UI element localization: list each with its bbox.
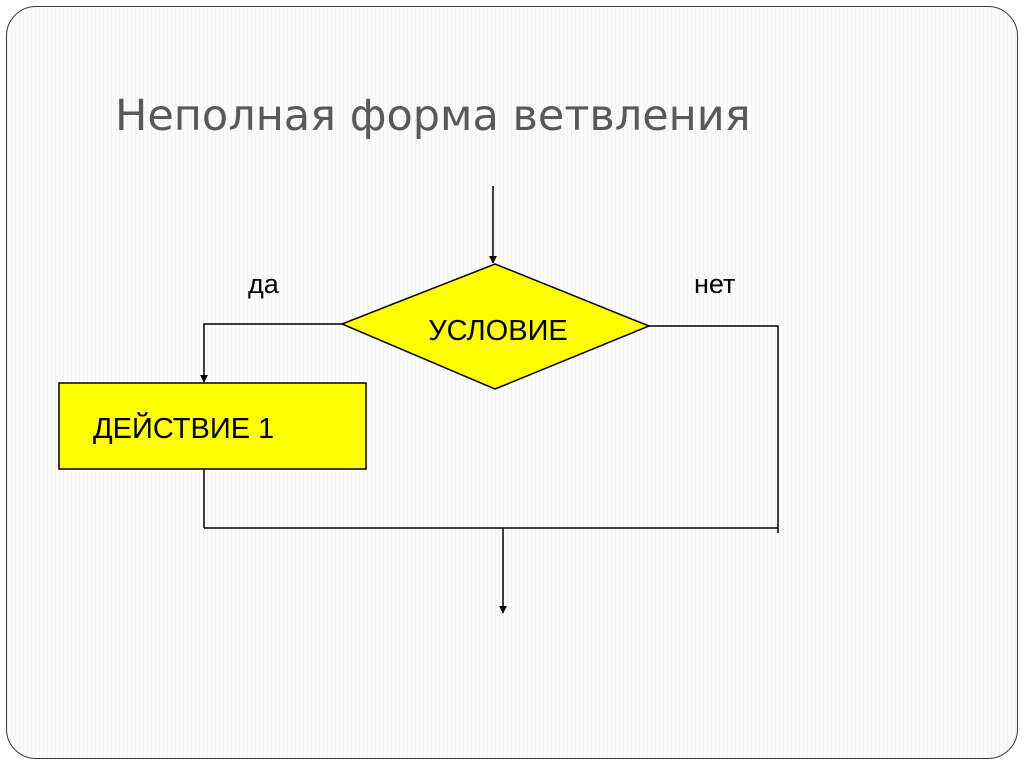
yes-branch-line <box>200 323 342 383</box>
slide-title: Неполная форма ветвления <box>115 91 751 141</box>
action-box <box>58 382 367 470</box>
action-label: ДЕЙСТВИЕ 1 <box>93 411 274 445</box>
yes-label: да <box>248 269 280 299</box>
condition-diamond <box>340 263 651 390</box>
condition-label: УСЛОВИЕ <box>428 315 568 347</box>
no-label: нет <box>694 269 735 299</box>
no-branch-line <box>649 325 779 533</box>
